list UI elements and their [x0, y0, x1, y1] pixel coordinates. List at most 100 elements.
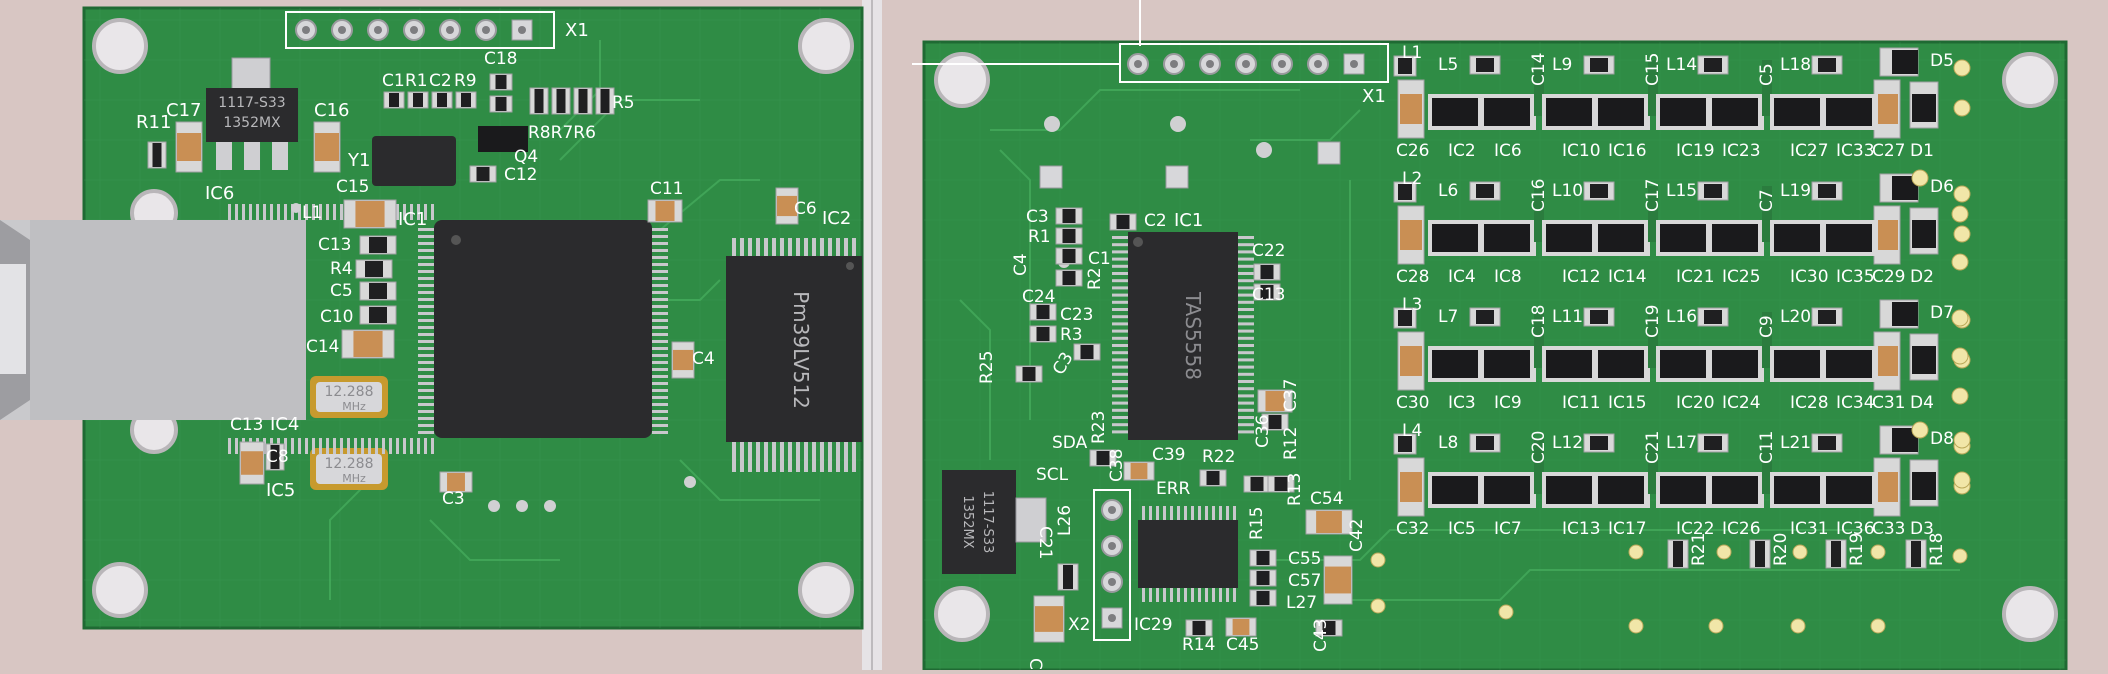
tas-pin: [1238, 401, 1254, 405]
power-ic: [1660, 224, 1706, 252]
label-c13-a: C13: [318, 235, 352, 255]
label-c14: C14: [306, 337, 340, 357]
label-channel-cap: C18: [1529, 304, 1549, 338]
diode-body: [1912, 346, 1936, 374]
resistor-body: [1755, 541, 1765, 567]
qfp-pin: [417, 204, 420, 220]
inductor-body: [1818, 310, 1836, 324]
qfp-pin: [652, 256, 668, 259]
label-c3: C3: [442, 489, 465, 509]
label-ic2: IC2: [822, 208, 851, 229]
qfp-pin: [291, 204, 294, 220]
resistor-body: [1116, 215, 1130, 229]
qfp-pin: [652, 312, 668, 315]
header-pin-hole: [1242, 60, 1250, 68]
usb-b-icon: [0, 220, 306, 420]
flash-pin: [852, 442, 856, 472]
label-channel-ic: IC3: [1448, 393, 1476, 413]
qfp-pin: [263, 204, 266, 220]
resistor-body: [389, 93, 399, 107]
bulk-capacitor-body: [1400, 220, 1422, 250]
label-c1-right: C1: [1088, 249, 1111, 269]
label-c54: C54: [1310, 489, 1344, 509]
qfp-pin: [652, 389, 668, 392]
flash-pin: [812, 442, 816, 472]
capacitor-body: [177, 133, 201, 161]
tas-pin: [1112, 351, 1128, 355]
via-pad: [1792, 544, 1808, 560]
label-c38: C38: [1107, 448, 1127, 482]
tas-pin: [1238, 394, 1254, 398]
diode-body: [1912, 94, 1936, 122]
label-l26: L26: [1055, 505, 1075, 536]
qfp-pin: [652, 424, 668, 427]
flash-pin: [780, 238, 784, 256]
label-channel-ic: IC6: [1494, 141, 1522, 161]
power-ic: [1826, 224, 1872, 252]
tas-pin: [1112, 416, 1128, 419]
tas-pin: [1112, 380, 1128, 383]
power-ic: [1712, 224, 1758, 252]
label-channel-inductor: L17: [1666, 433, 1697, 453]
header-pin-hole: [1108, 506, 1116, 514]
qfp-pin: [652, 249, 668, 252]
header-pin-hole: [1108, 578, 1116, 586]
flash-chip-text: Pm39LV512: [789, 291, 813, 409]
resistor-body: [1192, 621, 1206, 635]
via-pad: [1370, 598, 1386, 614]
ic29-pin: [1149, 588, 1152, 602]
inductor-body: [1704, 436, 1722, 450]
header-pin-hole: [1108, 542, 1116, 550]
tas-pin: [1238, 236, 1254, 239]
ic29-pin: [1205, 588, 1208, 602]
resistor-body: [1080, 345, 1094, 359]
resistor-body: [1260, 265, 1274, 279]
terminal-pad: [1951, 253, 1969, 271]
ic29-pin: [1170, 506, 1173, 520]
tas-pin: [1238, 243, 1254, 247]
resistor-body: [437, 93, 447, 107]
label-r25: R25: [977, 351, 997, 384]
label-channel-ic: IC27: [1790, 141, 1829, 161]
tas-pin: [1112, 315, 1128, 319]
qfp-pin: [284, 438, 287, 454]
header-pin-hole: [518, 26, 526, 34]
label-c1: C1: [382, 71, 405, 91]
tas-pin: [1238, 344, 1254, 347]
qfp-pin: [298, 438, 301, 454]
tas-pin: [1112, 286, 1128, 290]
power-ic: [1826, 350, 1872, 378]
ic29-pin: [1198, 588, 1201, 602]
label-channel-ic: IC20: [1676, 393, 1715, 413]
capacitor-body: [1130, 463, 1148, 479]
inductor-body: [1818, 436, 1836, 450]
cap-gap: [1762, 186, 1772, 242]
label-c22: C22: [1252, 241, 1286, 261]
qfp-pin: [418, 326, 434, 329]
via-pad: [1870, 618, 1886, 634]
qfp-pin: [418, 256, 434, 259]
label-c11: C11: [650, 179, 684, 199]
qfp-pin: [418, 312, 434, 315]
label-channel-inductor: L14: [1666, 55, 1697, 75]
label-channel-cap: C20: [1529, 430, 1549, 464]
bulk-capacitor-body: [1400, 94, 1422, 124]
label-c13-right: C13: [1252, 285, 1286, 305]
tas-pin: [1238, 308, 1254, 311]
power-ic: [1712, 98, 1758, 126]
qfp-pin: [418, 277, 434, 280]
via-pad: [1370, 552, 1386, 568]
tas-pin: [1238, 250, 1254, 254]
resistor-body: [1911, 541, 1921, 567]
label-c43: C43: [1311, 618, 1331, 652]
label-channel-ic: IC36: [1836, 519, 1875, 539]
flash-pin: [796, 442, 800, 472]
flash-pin: [756, 238, 760, 256]
resistor-body: [1063, 565, 1073, 589]
label-channel-inductor: L15: [1666, 181, 1697, 201]
flash-pin: [748, 442, 752, 472]
label-channel-diode-bot: D4: [1910, 393, 1934, 413]
qfp-pin: [333, 438, 336, 454]
capacitor-body: [355, 201, 385, 227]
qfp-pin: [340, 438, 343, 454]
